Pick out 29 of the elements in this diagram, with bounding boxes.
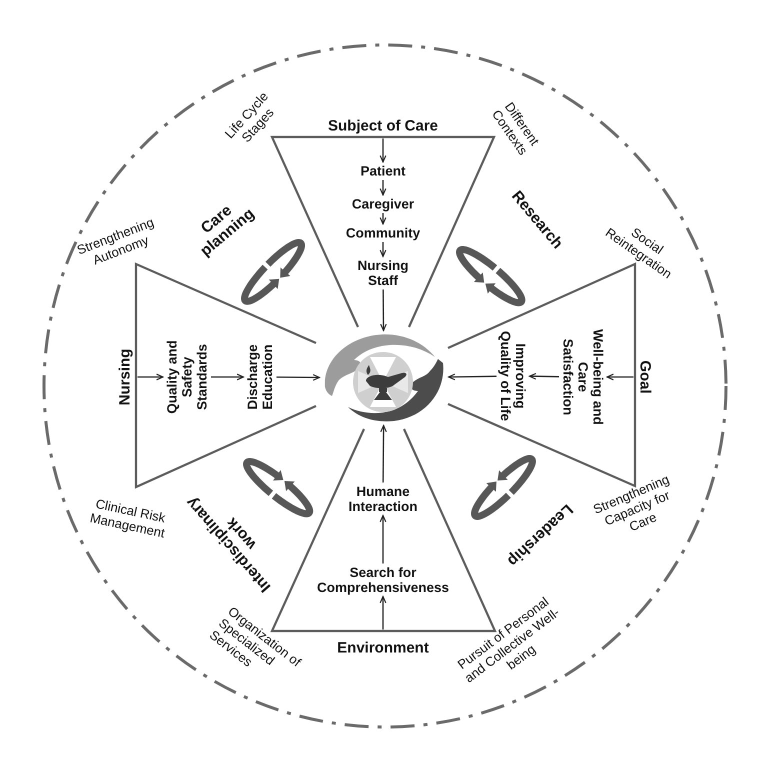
- step-label: Improving Quality of Life: [498, 328, 528, 424]
- arrow: [380, 596, 386, 630]
- step-label: Caregiver: [352, 196, 414, 212]
- step-label: Well-being and Care Satisfaction: [560, 326, 606, 428]
- arrow: [380, 180, 386, 196]
- arrow: [276, 374, 320, 381]
- step-label: Discharge Education: [245, 337, 275, 417]
- arrow: [448, 374, 496, 380]
- section-heading: Subject of Care: [328, 118, 438, 134]
- arrow: [606, 374, 634, 380]
- section-heading: Nursing: [116, 348, 134, 406]
- section-heading: Environment: [337, 640, 429, 656]
- arrow: [211, 374, 244, 380]
- step-label: Nursing Staff: [348, 258, 418, 288]
- arrow: [380, 138, 386, 163]
- arrow: [380, 290, 387, 332]
- arrow: [380, 242, 386, 258]
- hands-lamp-drawing: [322, 333, 446, 423]
- section-heading: Goal: [636, 360, 654, 394]
- step-label: Search for Comprehensiveness: [313, 565, 453, 595]
- step-label: Patient: [360, 164, 406, 178]
- arrow: [380, 514, 386, 564]
- step-label: Quality and Safety Standards: [164, 337, 210, 417]
- arrow: [380, 213, 386, 225]
- arrow: [138, 374, 164, 380]
- arrow: [528, 372, 560, 380]
- step-label: Community: [346, 226, 420, 240]
- step-label: Humane Interaction: [333, 484, 433, 514]
- arrow: [380, 424, 387, 482]
